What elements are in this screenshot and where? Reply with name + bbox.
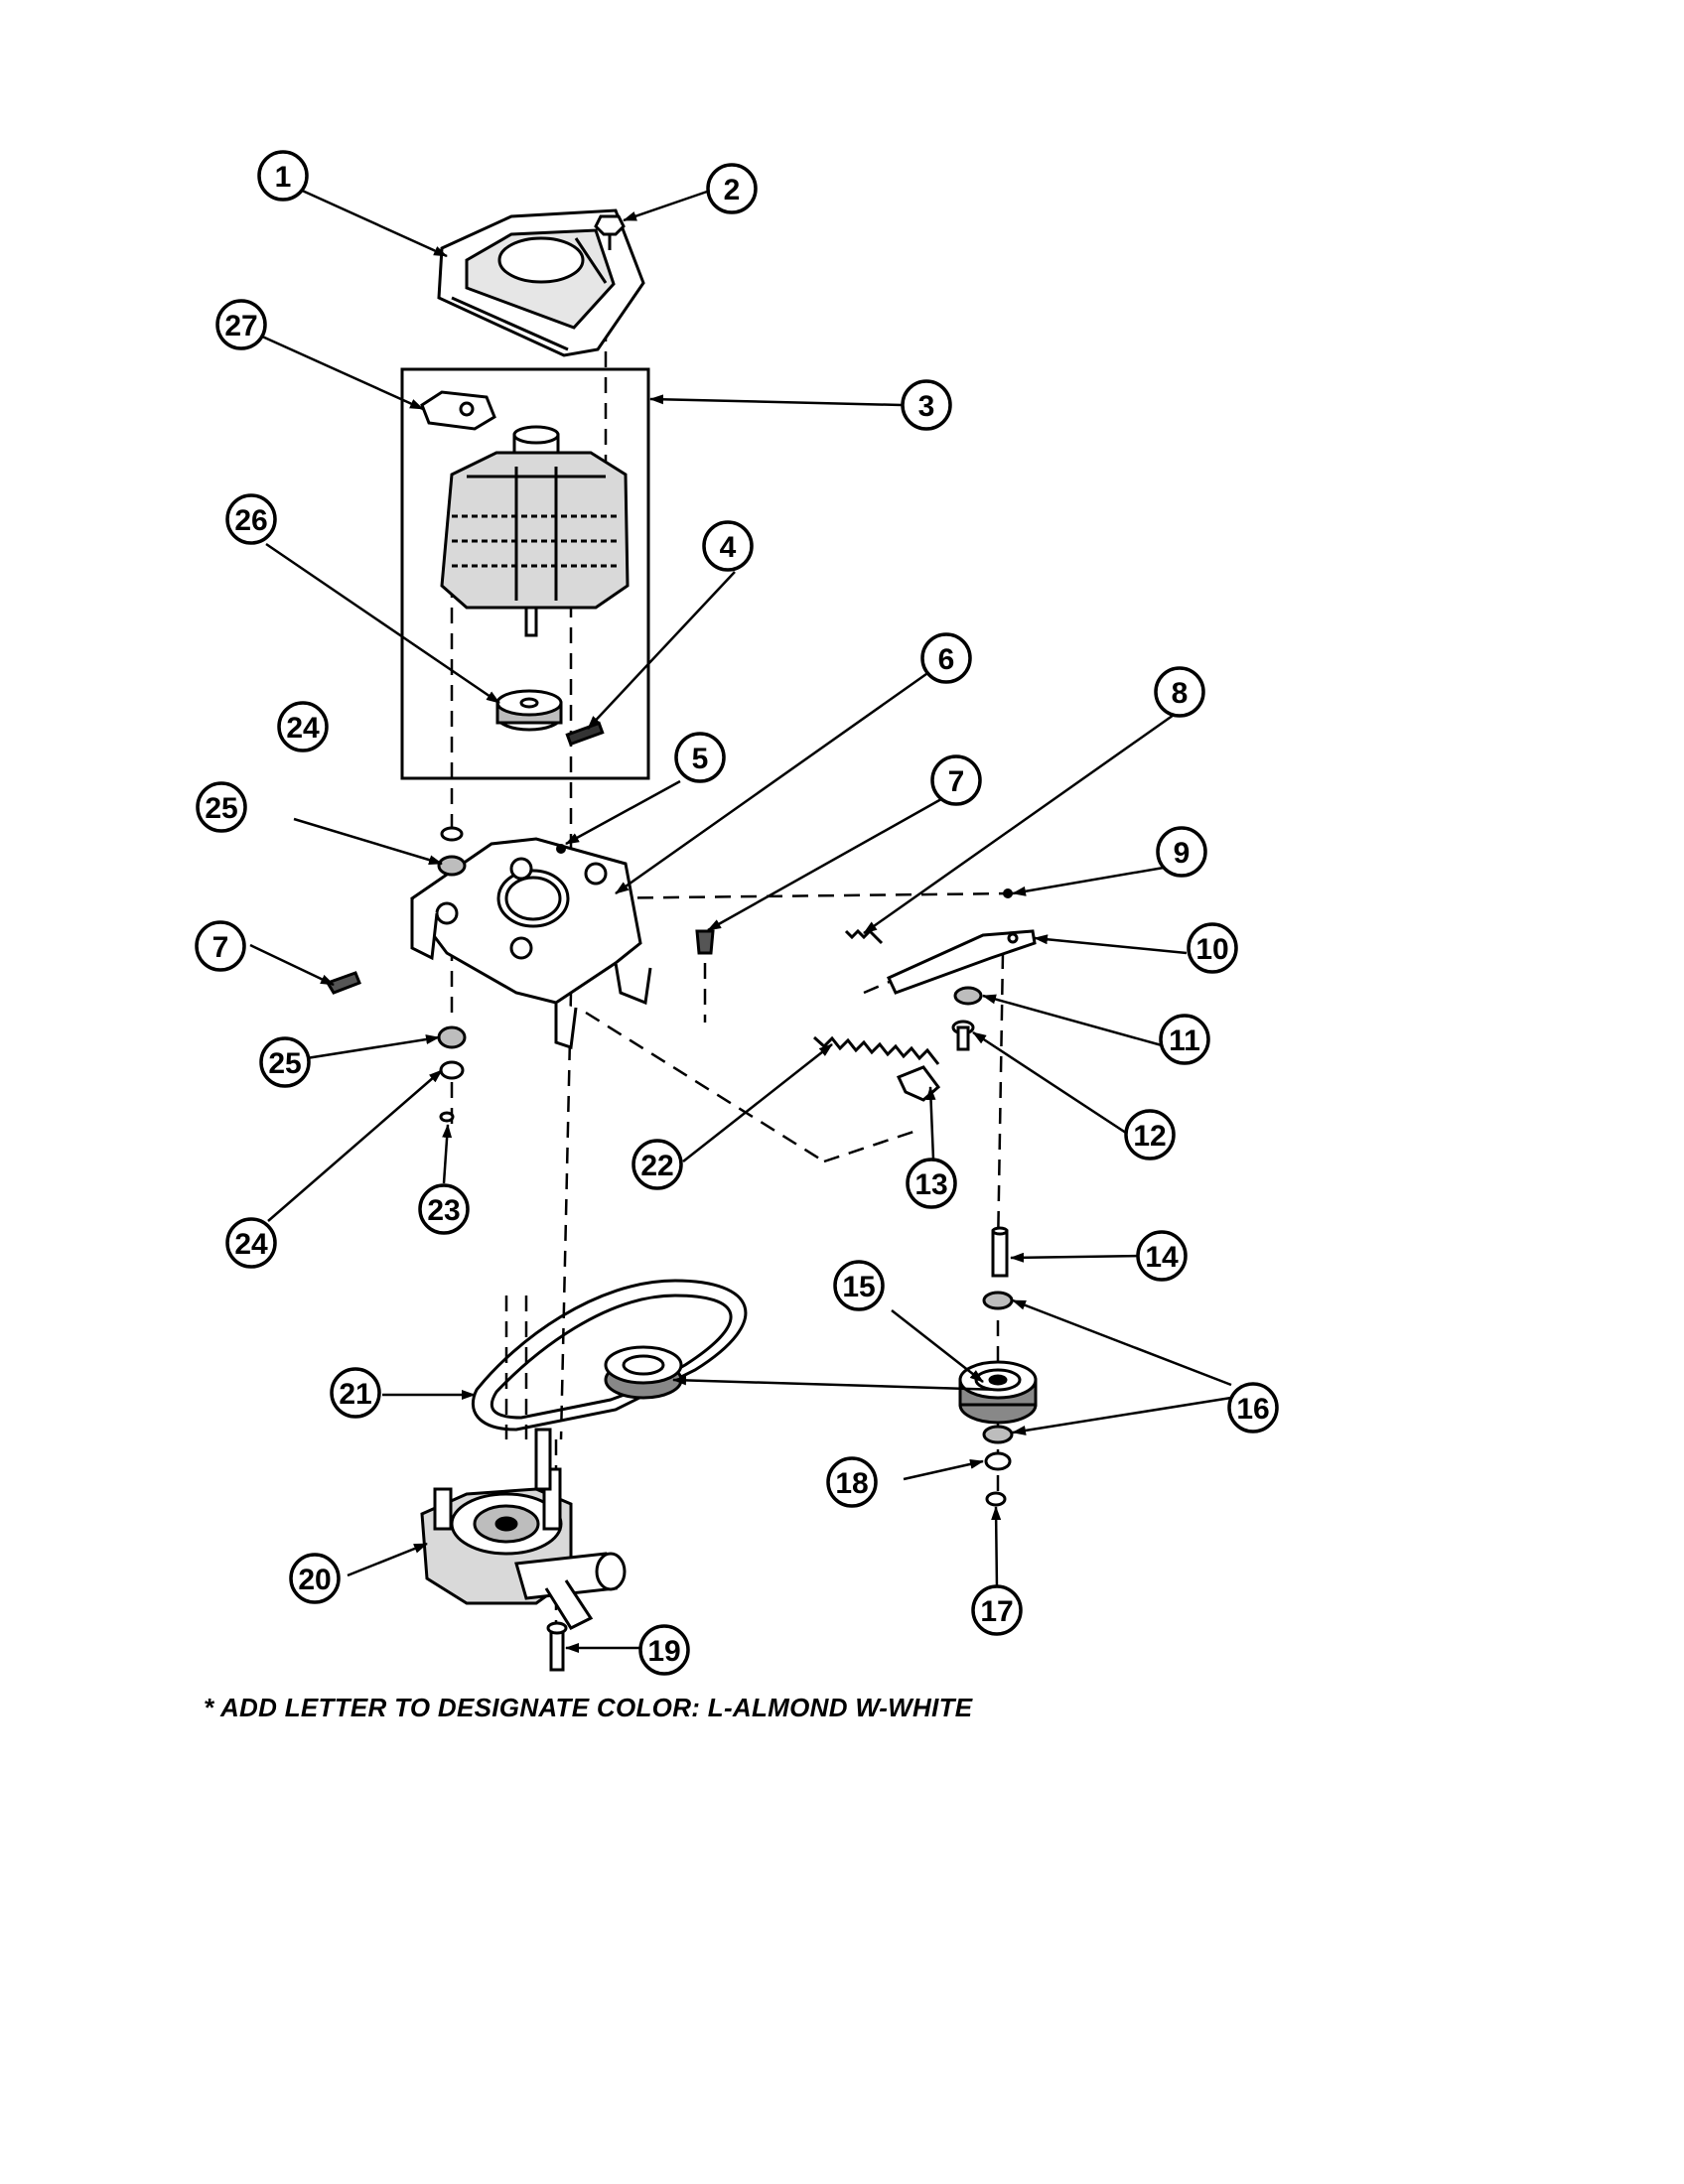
svg-text:23: 23 <box>427 1194 460 1227</box>
part-26-pulley <box>495 689 563 732</box>
part-7-screw-right <box>695 929 715 955</box>
part-4-key <box>565 721 605 747</box>
callout-26: 26 <box>225 493 277 545</box>
part-18-washer <box>984 1451 1012 1471</box>
callout-25-lower: 25 <box>259 1036 311 1088</box>
callout-4: 4 <box>702 520 754 572</box>
color-note: * ADD LETTER TO DESIGNATE COLOR: L-ALMON… <box>204 1693 973 1722</box>
callout-11: 11 <box>1159 1014 1210 1065</box>
part-19-screw <box>546 1621 568 1672</box>
callout-12: 12 <box>1124 1109 1176 1160</box>
callout-9: 9 <box>1156 826 1207 878</box>
callout-15: 15 <box>833 1260 885 1311</box>
callout-27: 27 <box>215 299 267 350</box>
part-9-nut <box>1003 888 1013 898</box>
callout-14: 14 <box>1136 1230 1188 1282</box>
svg-text:1: 1 <box>275 161 292 194</box>
part-20-pump <box>420 1428 627 1630</box>
svg-text:27: 27 <box>224 310 257 342</box>
svg-text:15: 15 <box>842 1271 875 1303</box>
callout-7-right: 7 <box>930 754 982 806</box>
callout-6: 6 <box>920 632 972 684</box>
svg-text:2: 2 <box>724 174 741 206</box>
svg-text:19: 19 <box>647 1635 680 1668</box>
callout-17: 17 <box>971 1584 1023 1636</box>
part-15-idler-pulley <box>958 1360 1038 1425</box>
svg-text:26: 26 <box>234 504 267 537</box>
svg-text:8: 8 <box>1172 677 1189 710</box>
svg-text:11: 11 <box>1169 1024 1200 1057</box>
svg-text:25: 25 <box>205 792 237 825</box>
part-24-washer-upper <box>440 826 464 842</box>
callout-8: 8 <box>1154 666 1205 718</box>
callout-5: 5 <box>674 732 726 783</box>
part-5-nut <box>556 844 566 854</box>
leader-arrows <box>249 187 1232 1653</box>
part-10-idler-arm <box>886 929 1037 995</box>
svg-text:25: 25 <box>268 1047 301 1080</box>
part-1-motor-cover <box>437 208 645 357</box>
svg-text:10: 10 <box>1195 933 1228 966</box>
part-14-stud <box>991 1226 1009 1278</box>
callout-18: 18 <box>826 1456 878 1508</box>
svg-text:16: 16 <box>1236 1393 1269 1426</box>
motor-assembly-box <box>400 367 650 780</box>
svg-text:24: 24 <box>286 712 320 745</box>
svg-text:13: 13 <box>914 1168 947 1201</box>
callout-24-upper: 24 <box>277 701 329 752</box>
svg-text:3: 3 <box>918 390 935 423</box>
part-7-screw-left <box>325 971 361 995</box>
part-11-washer <box>953 986 983 1006</box>
callout-20: 20 <box>289 1553 341 1604</box>
svg-text:6: 6 <box>938 643 955 676</box>
svg-text:17: 17 <box>980 1595 1013 1628</box>
svg-text:18: 18 <box>835 1467 868 1500</box>
part-25-grommet-upper <box>437 855 467 877</box>
svg-text:22: 22 <box>640 1150 673 1182</box>
svg-text:24: 24 <box>234 1228 268 1261</box>
callout-22: 22 <box>632 1139 683 1190</box>
callout-1: 1 <box>257 150 309 202</box>
part-2-screw <box>594 214 626 250</box>
callout-23: 23 <box>418 1183 470 1235</box>
callout-3: 3 <box>901 379 952 431</box>
callout-7-left: 7 <box>195 920 246 972</box>
part-17-clip <box>985 1491 1007 1507</box>
belt-pulley <box>604 1345 683 1400</box>
svg-text:5: 5 <box>692 743 709 775</box>
part-8-spring <box>844 928 884 945</box>
part-22-spring <box>812 1035 940 1065</box>
part-21-belt <box>471 1279 748 1432</box>
callout-25-upper: 25 <box>196 781 247 833</box>
callout-19: 19 <box>638 1624 690 1676</box>
part-12-bolt <box>951 1020 975 1051</box>
part-16-washer-upper <box>982 1291 1014 1310</box>
svg-text:9: 9 <box>1174 837 1191 870</box>
callout-16: 16 <box>1227 1382 1279 1433</box>
svg-text:20: 20 <box>298 1564 331 1596</box>
svg-text:7: 7 <box>948 765 965 798</box>
part-13-clip <box>896 1065 941 1102</box>
part-6-mount-bracket <box>410 837 652 1050</box>
svg-text:21: 21 <box>339 1378 371 1411</box>
part-3-motor <box>440 425 630 637</box>
part-27-bracket <box>420 390 496 431</box>
callouts: 1 2 3 4 5 6 7 8 9 10 11 12 13 14 15 16 1… <box>195 150 1279 1676</box>
callout-24-lower: 24 <box>225 1217 277 1269</box>
svg-text:14: 14 <box>1145 1241 1179 1274</box>
svg-text:12: 12 <box>1133 1120 1166 1153</box>
callout-21: 21 <box>330 1367 381 1419</box>
part-23-clip <box>439 1111 455 1123</box>
part-24-washer-lower <box>439 1060 465 1080</box>
callout-2: 2 <box>706 163 758 214</box>
part-25-grommet-lower <box>437 1025 467 1049</box>
svg-text:4: 4 <box>720 531 737 564</box>
callout-13: 13 <box>906 1158 957 1209</box>
svg-text:7: 7 <box>212 931 229 964</box>
callout-10: 10 <box>1187 922 1238 974</box>
part-16-washer-lower <box>982 1425 1014 1444</box>
